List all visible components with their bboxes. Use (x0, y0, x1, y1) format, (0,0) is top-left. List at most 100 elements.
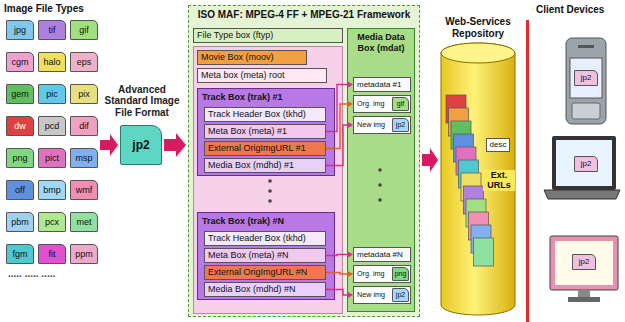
box-label: File Type box (ftyp) (194, 29, 342, 42)
box-label: metadata #1 (354, 78, 410, 91)
file-type-label: jp2 (573, 255, 595, 269)
laptop-base (544, 190, 620, 199)
plain-label: ..... ..... ..... (8, 268, 55, 279)
laptop-illustration (544, 136, 620, 199)
file-type-icon: pict (38, 148, 66, 168)
file-type-label: bmp (39, 181, 65, 199)
file-type-label: wmf (71, 181, 97, 199)
file-type-icon: png (392, 267, 409, 281)
box-label: External OrigImgURL #1 (205, 142, 325, 155)
stored-image (454, 134, 474, 162)
file-type-label: off (7, 181, 33, 199)
dot (268, 189, 272, 193)
stored-image (471, 225, 491, 253)
box: metadata #N (353, 247, 411, 262)
file-type-label: jp2 (575, 71, 597, 85)
format-heading: Advanced Standard Image File Format (100, 84, 184, 119)
file-type-icon: tif (38, 20, 66, 40)
connector-line (326, 85, 348, 132)
box: File Type box (ftyp) (193, 28, 343, 43)
phone-keypad (572, 103, 600, 119)
arrowhead (347, 292, 353, 299)
connector (326, 101, 353, 149)
connector (422, 148, 438, 172)
phone-speaker (578, 45, 594, 48)
file-type-label: met (71, 213, 97, 231)
file-type-label: pcd (39, 117, 65, 135)
box: Media Box (mdhd) #1 (204, 158, 326, 173)
box-label: Meta Box (meta) #1 (205, 125, 325, 138)
repository-cylinder: Web-Services RepositoryExt. URLsdesc (440, 42, 516, 316)
stored-image (474, 238, 494, 266)
file-type-label: pict (39, 149, 65, 167)
file-type-icon: gem (6, 84, 34, 104)
file-type-icon: dw (6, 116, 34, 136)
track-title: Track Box (trak) #N (198, 213, 334, 227)
box-label: Meta box (meta) root (198, 69, 326, 82)
block-arrow (100, 134, 118, 156)
image-entry-box: Org. imgpng (353, 265, 411, 283)
connector (326, 81, 353, 132)
box-label: Movie Box (moov) (198, 51, 306, 64)
file-type-icon: eps (70, 52, 98, 72)
file-type-icon: pcx (38, 212, 66, 232)
box-label: New img (354, 117, 387, 133)
file-type-icon: ppm (70, 244, 98, 264)
image-entry-box: New imgjp2 (353, 286, 411, 304)
file-type-icon: jp2 (392, 118, 409, 132)
file-type-label: gif (393, 98, 408, 110)
connector-line (326, 104, 348, 149)
file-type-label: jp2 (393, 289, 408, 301)
stored-image (466, 199, 486, 227)
box: Track Header Box (tkhd) (204, 231, 326, 246)
block-arrow (422, 148, 438, 172)
file-type-label: fgm (7, 245, 33, 263)
file-type-label: jpg (7, 21, 33, 39)
connector-line (326, 273, 348, 275)
connector-line (326, 125, 348, 166)
block-arrow (164, 133, 186, 157)
box-label: desc (487, 139, 509, 151)
box: desc (486, 138, 510, 152)
media-data-box: Media Data Box (mdat)metadata #1Org. img… (347, 28, 415, 312)
framework-title: ISO MAF: MPEG-4 FF + MPEG-21 Framework (189, 6, 419, 20)
dot (378, 168, 382, 172)
file-type-icon: cgm (6, 52, 34, 72)
connector (326, 271, 353, 278)
dot (378, 198, 382, 202)
file-type-icon: wmf (70, 180, 98, 200)
plain-label: Client Devices (536, 4, 604, 15)
monitor-screen (555, 241, 613, 285)
cylinder-body (441, 43, 515, 315)
file-type-icon: halo (38, 52, 66, 72)
file-type-label: pcx (39, 213, 65, 231)
file-type-label: png (7, 149, 33, 167)
track-box: Track Box (trak) #1Track Header Box (tkh… (197, 88, 335, 176)
file-type-icon: jp2 (574, 156, 598, 172)
file-type-label: tif (39, 21, 65, 39)
file-type-icon: pic (38, 84, 66, 104)
phone-body (566, 38, 606, 124)
box-label: Media Box (mdhd) #N (205, 283, 325, 296)
connector-line (326, 255, 348, 256)
box: metadata #1 (353, 77, 411, 92)
file-type-icon: fgm (6, 244, 34, 264)
stored-image (461, 173, 481, 201)
laptop-screen (556, 140, 612, 186)
box: Meta box (meta) root (197, 68, 327, 83)
file-type-label: eps (71, 53, 97, 71)
phone-screen (570, 58, 602, 98)
stored-image (446, 95, 466, 123)
file-type-label: dif (71, 117, 97, 135)
stored-image (469, 212, 489, 240)
repository-heading: Web-Services Repository (432, 16, 524, 39)
dot (268, 179, 272, 183)
monitor-frame (550, 236, 618, 290)
connector-line (326, 290, 348, 296)
file-type-label: pix (71, 85, 97, 103)
file-type-label: pbm (7, 213, 33, 231)
framework-box: ISO MAF: MPEG-4 FF + MPEG-21 FrameworkFi… (188, 5, 420, 317)
file-type-label: jp2 (121, 126, 161, 164)
